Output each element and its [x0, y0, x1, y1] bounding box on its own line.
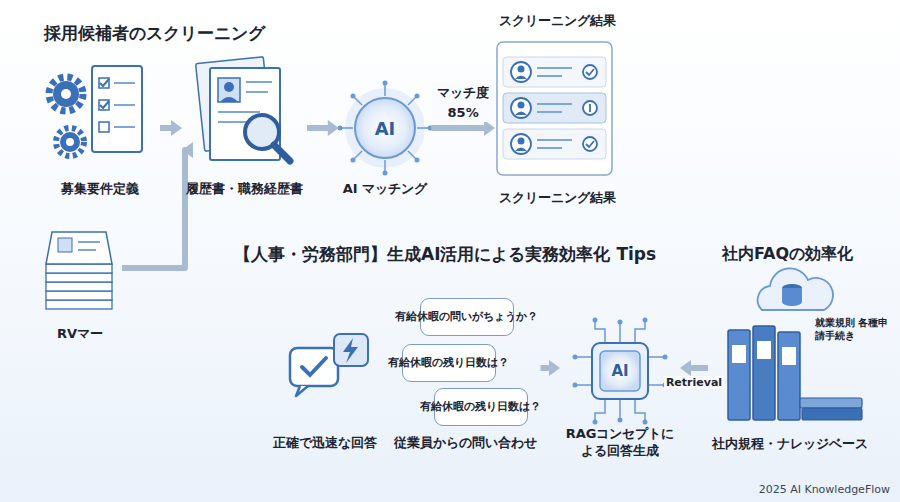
node-label: 履歴書・職務経歴書: [186, 180, 303, 198]
resume-node: 履歴書・職務経歴書: [182, 55, 307, 198]
result-node: スクリーニング結果スクリーニング結果: [495, 12, 620, 207]
connector: [160, 125, 172, 131]
knowledge-node: 社内規程・ナレッジベース: [708, 278, 872, 453]
checklist-icon: [92, 66, 142, 152]
connector: [690, 365, 708, 371]
resume-icon: [196, 57, 290, 161]
edge-label: マッチ度 85%: [432, 83, 494, 122]
gear-icon: [56, 128, 84, 156]
ai-mark: AI: [375, 118, 396, 139]
rag-chip-icon: [573, 318, 668, 425]
node-label: AI マッチング: [343, 180, 427, 198]
arrow-head: [171, 120, 182, 136]
arrow-head: [549, 360, 560, 376]
answer-icon: [290, 334, 368, 396]
connector: [122, 150, 192, 268]
node-label: RVマー: [57, 325, 103, 343]
ai-mark: AI: [611, 362, 628, 380]
title-text: 【人事・労務部門】生成AI活用による実務効率化 Tips: [234, 243, 656, 266]
speech-bubble: 有給休暇の残り日数は？: [402, 344, 496, 382]
node-label: 社内規程・ナレッジベース: [712, 435, 868, 453]
node-label: 有給休暇の残り日数は？: [388, 356, 509, 370]
node-label: 募集要件定義: [61, 180, 139, 198]
arrow-head: [484, 120, 495, 136]
connector: [431, 125, 485, 131]
node-label: 有給休暇の残り日数は？: [420, 400, 541, 414]
node-label: スクリーニング結果: [499, 12, 616, 30]
ai-matching-node: AI マッチング: [339, 90, 431, 198]
footer-watermark: 2025 AI KnowledgeFlow: [759, 483, 890, 496]
inquiry-node: 従業員からの問い合わせ有給休暇の問いがちょうか？有給休暇の残り日数は？有給休暇の…: [390, 292, 541, 452]
rag-node: RAGコンセプトによる回答生成: [560, 300, 680, 460]
arrow-head: [328, 120, 339, 136]
paper-stack-icon: [46, 232, 112, 309]
note-text: 就業規則 各種申請手続き: [815, 316, 893, 342]
stack-node: RVマー: [38, 225, 122, 343]
gear-icon: [49, 77, 83, 111]
arrow-head: [182, 142, 193, 158]
answer-node: 正確で迅速な回答: [269, 330, 381, 452]
node-label: 従業員からの問い合わせ: [394, 434, 537, 452]
speech-bubble: 有給休暇の残り日数は？: [434, 388, 528, 426]
node-label: スクリーニング結果: [499, 189, 616, 207]
results-panel: [497, 42, 612, 175]
ai-circle-icon: [338, 81, 433, 176]
node-label: RAGコンセプトによる回答生成: [560, 425, 680, 460]
speech-bubble: 有給休暇の問いがちょうか？: [420, 298, 514, 336]
node-label: 正確で迅速な回答: [273, 434, 377, 452]
edge-label: Retrieval: [664, 376, 724, 389]
connector: [307, 125, 329, 131]
section-heading: 採用候補者のスクリーニング: [44, 22, 265, 45]
arrow-head: [680, 360, 691, 376]
section-heading: 社内FAQの効率化: [722, 244, 853, 265]
node-label: 有給休暇の問いがちょうか？: [395, 310, 538, 324]
connector: [541, 365, 551, 371]
knowledge-base-icon: [728, 268, 862, 420]
requirement-node: 募集要件定義: [40, 60, 160, 198]
